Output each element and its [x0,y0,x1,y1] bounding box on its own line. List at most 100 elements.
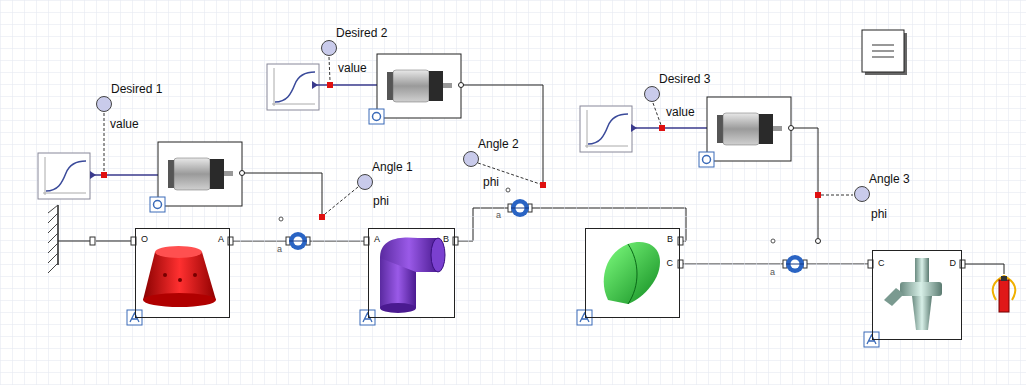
signal-probe-point [659,125,665,131]
flange-port [816,239,821,244]
joint-marker [279,217,283,221]
port-name: B [667,235,673,245]
port-square [960,260,965,268]
signal-arrow [312,81,318,89]
signal-probe: Desired 2 [321,40,337,56]
port-square [453,237,458,245]
signal-probe-point [327,82,333,88]
body-block: BC [585,228,680,318]
tool-part [900,282,942,296]
joint-marker [771,239,775,243]
tool-part [912,296,932,330]
revolute-joint [286,232,310,250]
body-background [135,228,962,340]
ramp-source [38,153,90,199]
signal-probe: Angle 1 [357,174,373,190]
signal-probe: Desired 1 [96,96,112,112]
frame-name: a [496,211,501,221]
probe-title: Angle 2 [478,138,519,151]
ramp-source [38,64,632,199]
fixed-ground [48,205,131,273]
signal-probe-point [319,214,325,220]
motor-symbol [150,142,245,212]
port-name: C [667,259,674,269]
red-base-part [155,246,202,258]
menu-icon [862,30,904,72]
purple-elbow-part [380,303,416,313]
revolute-joint [508,199,532,217]
body-background [872,250,962,340]
variable-name: phi [483,176,499,189]
green-link-part [628,244,637,304]
port-name: A [218,235,224,245]
body-block: CD [872,250,962,340]
shaft-wire [793,128,818,238]
port-name: B [443,235,449,245]
variable-name: value [666,106,695,119]
body-block: AB [368,228,455,318]
signal-probe: Angle 2 [463,151,479,167]
motor-symbol [150,54,794,212]
signal-wire [316,84,377,86]
signal-probe: Desired 3 [644,86,660,102]
probe-title: Angle 1 [372,161,413,174]
red-base-part [178,278,182,282]
port-square [131,237,965,268]
probe-leader [653,103,661,125]
fixed-ground [90,237,95,245]
red-base-part [143,252,216,300]
probe-title: Desired 3 [659,73,710,86]
fixed-ground [48,205,58,273]
signal-probe: Angle 3 [854,186,870,202]
probe-leader [329,57,330,81]
force-element [965,264,1015,312]
frame-name: a [770,268,775,278]
force-element [965,264,1004,274]
probe-leader [104,113,105,172]
probe-leader [821,195,853,196]
purple-elbow-part [380,237,438,272]
signal-arrow [90,171,96,179]
menu-icon [862,30,907,75]
variable-name: phi [373,195,389,208]
probe-leader [104,57,853,214]
tool-part [884,288,904,306]
motor-symbol [699,97,794,167]
port-name: C [878,259,885,269]
probe-leader [325,187,358,214]
body-background [368,228,455,318]
tool-part [915,258,929,282]
force-element [1001,276,1007,281]
port-square [678,237,683,245]
port-name: A [374,235,380,245]
red-base-part [143,246,216,307]
ramp-source [580,106,632,152]
green-link-part [604,242,660,304]
probe-title: Angle 3 [869,173,910,186]
red-base-part [163,273,167,277]
shaft-wire [463,85,543,185]
ramp-source [267,64,319,110]
red-base-part [193,273,197,277]
frame-name: a [277,245,282,255]
body-block: OA [135,228,230,318]
port-square [228,237,233,245]
port-square [678,260,683,268]
revolute-joint [783,255,807,273]
force-element [999,280,1009,312]
signal-probe-point [815,192,821,198]
signal-arrow [631,124,637,132]
probe-title: Desired 1 [111,83,162,96]
variable-name: value [110,118,139,131]
tool-part [884,258,942,330]
joint-marker [506,188,510,192]
motor-symbol [369,54,464,124]
shaft-wire [244,85,818,238]
port-name: D [950,259,957,269]
signal-probe-point [101,172,107,178]
body-background [135,228,230,318]
body-icon [127,310,879,347]
signal-probe-point [540,182,546,188]
